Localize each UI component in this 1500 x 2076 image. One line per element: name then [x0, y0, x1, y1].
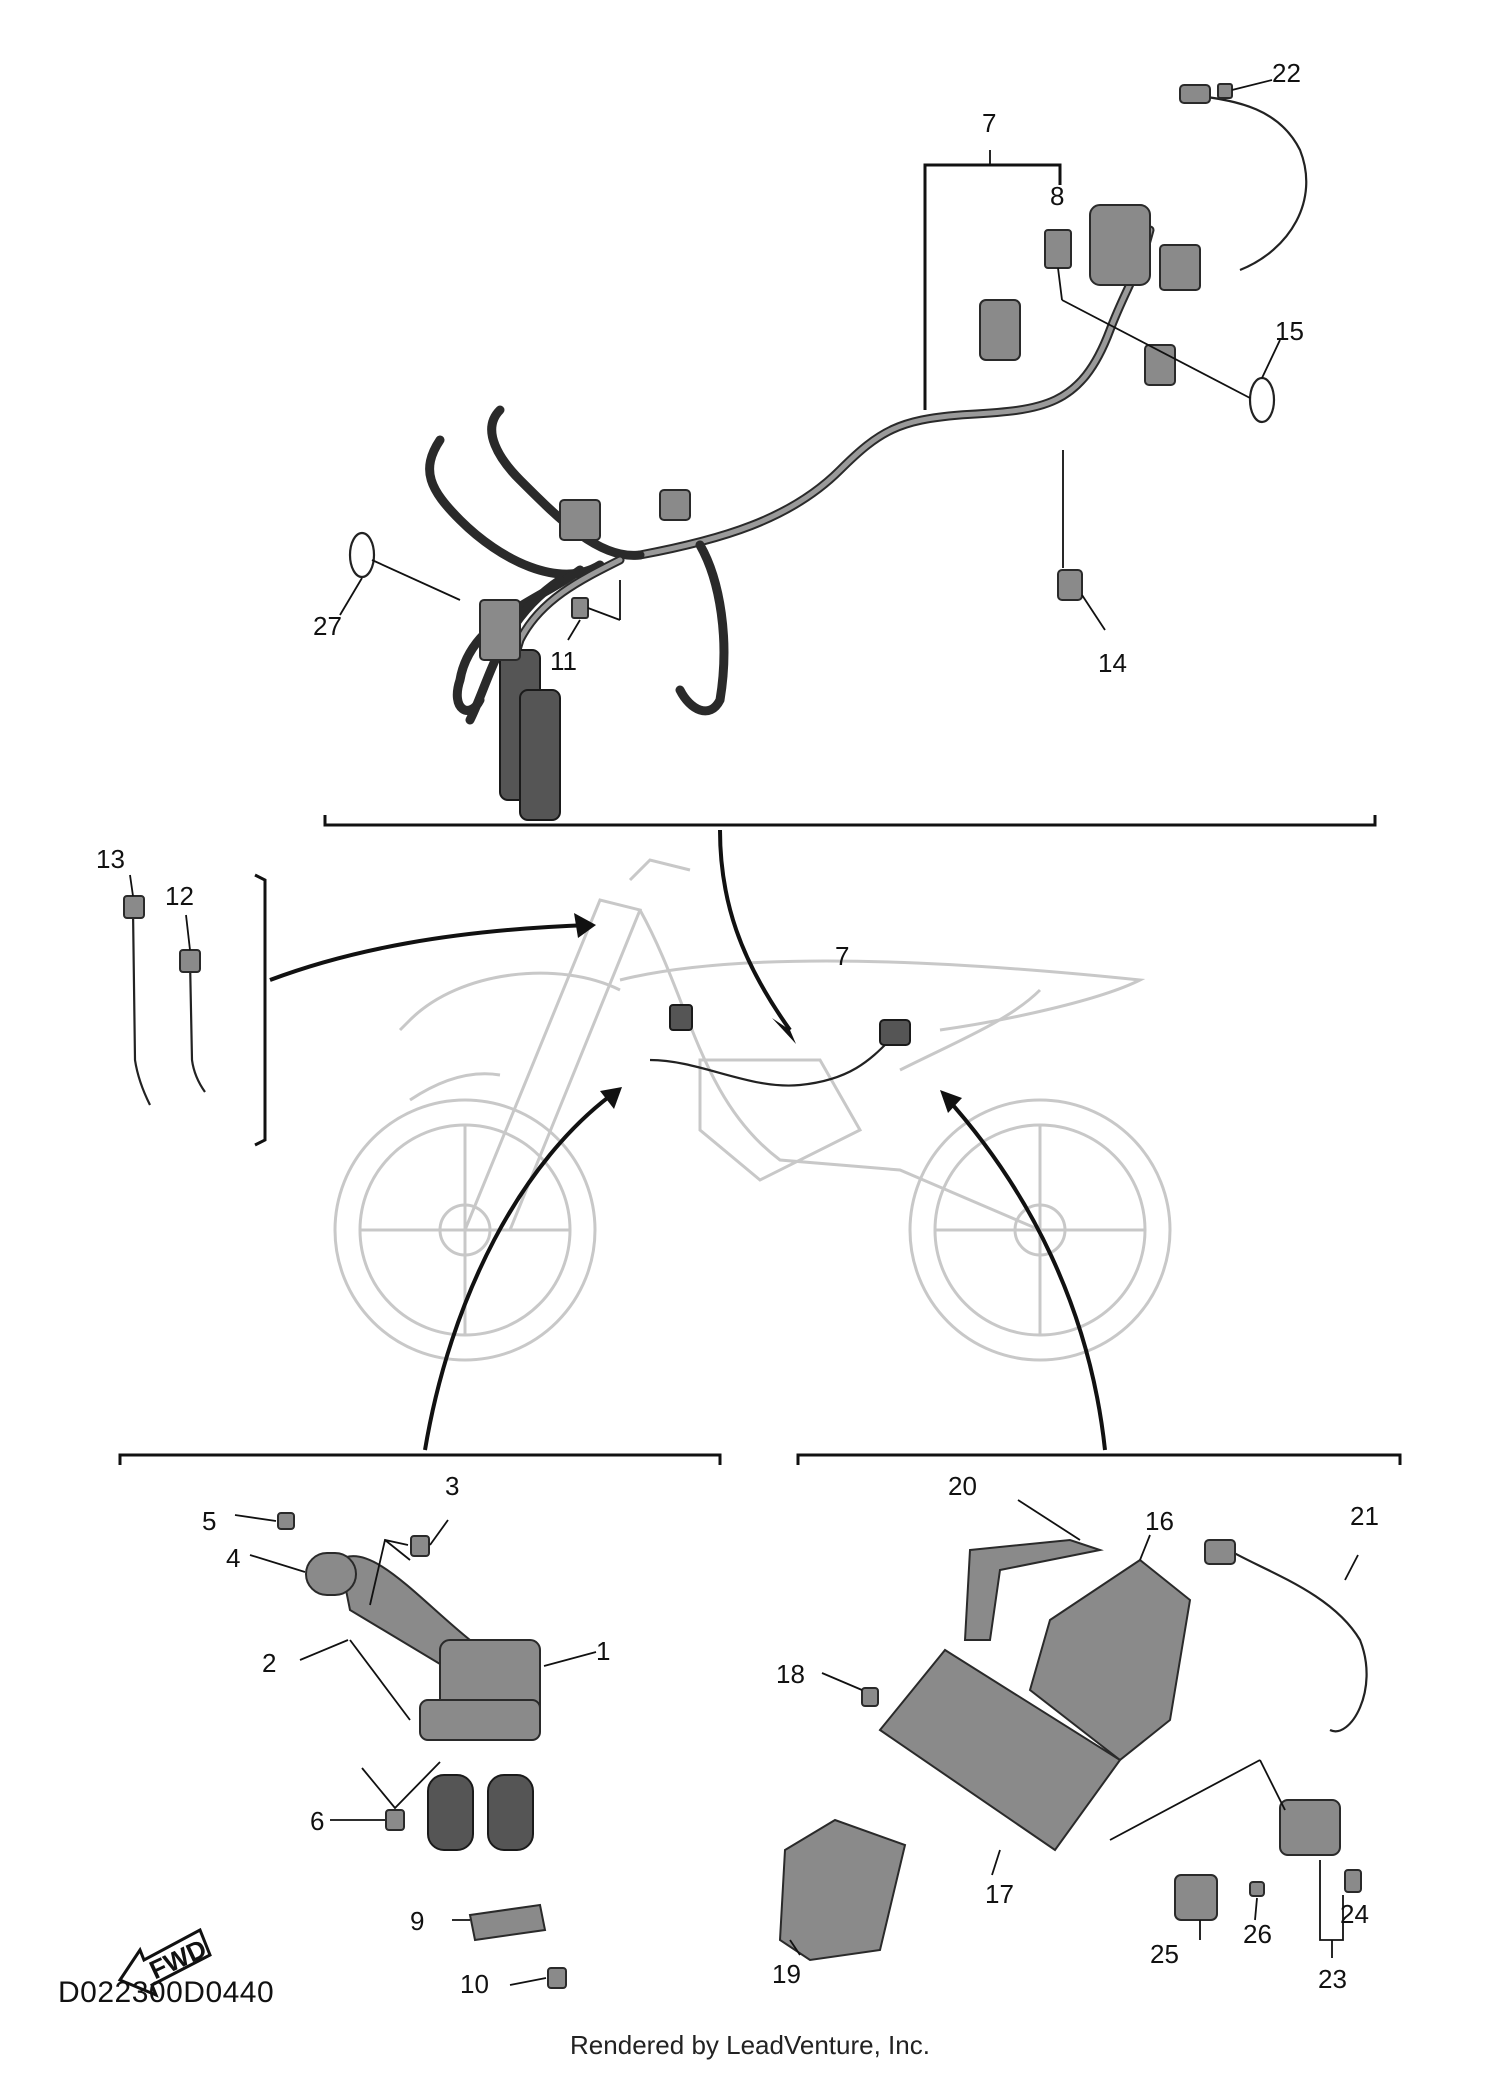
callout-18: 18 [776, 1659, 805, 1689]
callout-9: 9 [410, 1906, 424, 1936]
diagram-code: D022300D0440 [58, 1976, 275, 2009]
part-6-bolt [385, 1809, 405, 1831]
callout-5: 5 [202, 1506, 216, 1536]
callout-23: 23 [1318, 1964, 1347, 1994]
callout-22: 22 [1272, 58, 1301, 88]
callout-16: 16 [1145, 1506, 1174, 1536]
part-10-bolt [547, 1967, 567, 1989]
part-3-bolt [410, 1535, 430, 1557]
callout-27: 27 [313, 611, 342, 641]
part-9-stay [468, 1903, 547, 1942]
part-21-lead [1204, 1539, 1236, 1565]
callout-6: 6 [310, 1806, 324, 1836]
ecu-group [778, 1453, 1402, 1962]
part-8-clip [1044, 229, 1072, 269]
part-18-bolt [861, 1687, 879, 1707]
part-27-band [348, 531, 376, 579]
callout-2: 2 [262, 1648, 276, 1678]
callout-7-top: 7 [982, 108, 996, 138]
callout-26: 26 [1243, 1919, 1272, 1949]
rectifier-group [118, 1453, 722, 1989]
callout-7-bike: 7 [835, 941, 849, 971]
part-20-bracket [963, 1538, 1104, 1641]
harness-in-frame [649, 1039, 891, 1087]
part-11-bolt [571, 597, 589, 619]
part-22-bolt [1217, 83, 1233, 99]
callout-21: 21 [1350, 1501, 1379, 1531]
callout-25: 25 [1150, 1939, 1179, 1969]
callout-8: 8 [1050, 181, 1064, 211]
part-23-relay [1279, 1799, 1341, 1856]
callout-20: 20 [948, 1471, 977, 1501]
callout-14: 14 [1098, 648, 1127, 678]
callout-24: 24 [1340, 1899, 1369, 1929]
part-4-grommet [305, 1552, 357, 1596]
callout-11: 11 [550, 646, 577, 676]
arrow-to-rectifier [423, 1088, 620, 1451]
arrow-to-harness [718, 829, 792, 1032]
arrow-to-ties [269, 923, 591, 982]
arrow-to-ecu [942, 1093, 1107, 1451]
callout-12: 12 [165, 881, 194, 911]
part-25-holder [1174, 1874, 1218, 1921]
callout-19: 19 [772, 1959, 801, 1989]
callout-3: 3 [445, 1471, 459, 1501]
callout-17: 17 [985, 1879, 1014, 1909]
callout-4: 4 [226, 1543, 240, 1573]
callout-15: 15 [1275, 316, 1304, 346]
callout-1: 1 [596, 1636, 610, 1666]
part-14-clamp [1057, 569, 1083, 601]
part-19-pad [778, 1818, 907, 1962]
part-26-bolt [1249, 1881, 1265, 1897]
wire-harness-group [323, 79, 1377, 827]
part-17-tray [878, 1648, 1122, 1852]
part-15-band [1248, 376, 1276, 424]
part-24-clip [1344, 1869, 1362, 1893]
callout-10: 10 [460, 1969, 489, 1999]
callout-labels: 22 7 8 15 27 11 14 13 12 7 3 5 4 1 2 6 9… [96, 58, 1379, 1999]
callout-13: 13 [96, 844, 125, 874]
part-5-collar [277, 1512, 295, 1530]
render-credit: Rendered by LeadVenture, Inc. [570, 2030, 930, 2060]
cable-ties-group [123, 873, 267, 1147]
